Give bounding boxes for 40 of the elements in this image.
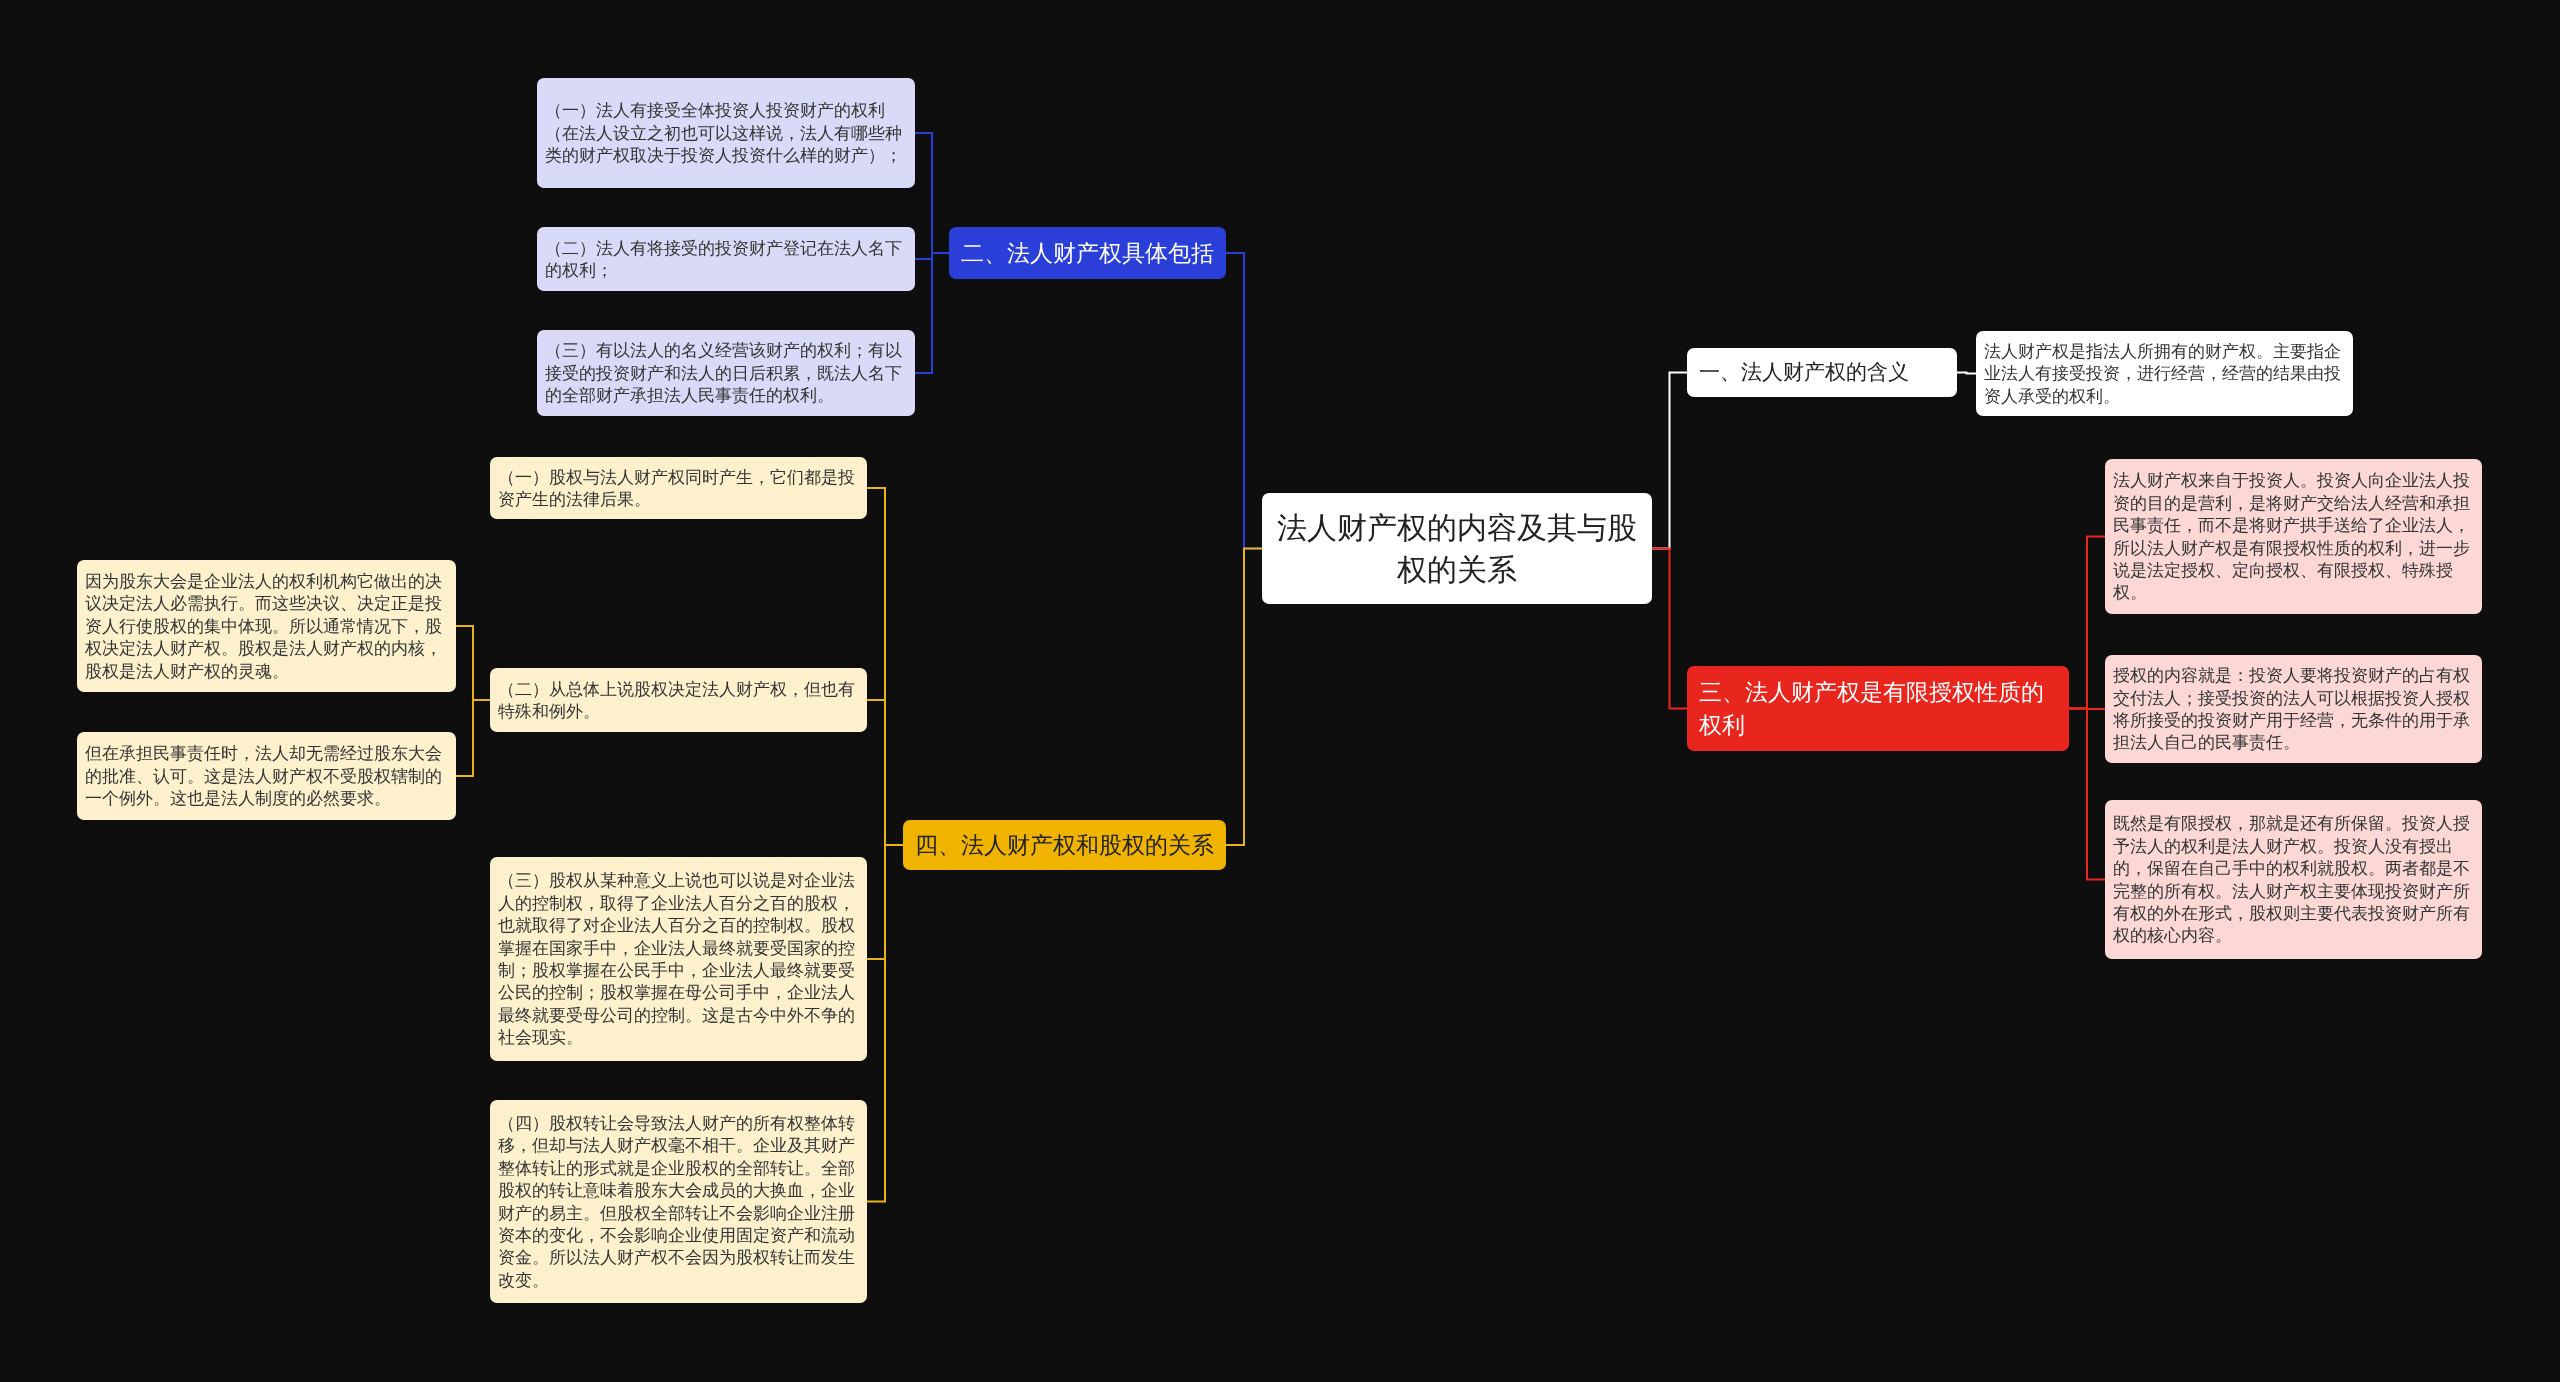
branch-topic: [903, 820, 1226, 870]
detail-text: 既然是有限授权，那就是还有所保留。投资人授予法人的权利是法人财产权。投资人没有授出的，保留在自己手中的权利就股权。两者都是不完整的所有权。法人财产权主要体现投资财产所有权的外在形式，股权则主要代表投资财产所有权的核心内容。: [2113, 812, 2471, 947]
detail-card: [77, 560, 456, 692]
detail-card: [490, 668, 867, 732]
detail-card: [537, 330, 915, 416]
detail-card: [490, 457, 867, 519]
detail-text: 授权的内容就是：投资人要将投资财产的占有权交付法人；接受投资的法人可以根据投资人授权将所接受的投资财产用于经营，无条件的用于承担法人自己的民事责任。: [2113, 664, 2471, 754]
connector-line: [1651, 547, 1688, 710]
topic-title: 法人财产权的内容及其与股权的关系: [1276, 508, 1638, 589]
detail-text: 法人财产权是指法人所拥有的财产权。主要指企业法人有接受投资，进行经营，经营的结果由投资人承受的权利。: [1984, 339, 2342, 408]
detail-text: （三）有以法人的名义经营该财产的权利；有以接受的投资财产和法人的日后积累，既法人名下的全部财产承担法人民事责任的权利。: [545, 339, 903, 407]
connector-line: [1225, 547, 1263, 846]
central-topic: [1262, 493, 1652, 604]
detail-text: （二）法人有将接受的投资财产登记在法人名下的权利；: [545, 236, 903, 282]
branch-topic: [949, 227, 1226, 279]
detail-card: [77, 732, 456, 820]
detail-text: （一）股权与法人财产权同时产生，它们都是投资产生的法律后果。: [498, 465, 856, 511]
connector-line: [1956, 371, 1977, 375]
detail-text: （二）从总体上说股权决定法人财产权，但也有特殊和例外。: [498, 677, 856, 723]
connector-line: [2068, 707, 2106, 881]
detail-card: [1976, 331, 2353, 416]
branch-topic: [1687, 666, 2069, 751]
detail-card: [2105, 800, 2482, 959]
detail-text: 但在承担民事责任时，法人却无需经过股东大会的批准、认可。这是法人财产权不受股权辖制的一个例外。这也是法人制度的必然要求。: [85, 742, 443, 810]
topic-label: 一、法人财产权的含义: [1699, 358, 1910, 386]
branch-topic: [1687, 348, 1957, 397]
detail-card: [490, 1100, 867, 1303]
detail-text: 法人财产权来自于投资人。投资人向企业法人投资的目的是营利，是将财产交给法人经营和承担民事责任，而不是将财产拱手送给了企业法人，所以法人财产权是有限授权性质的权利，进一步说是法定授权、定向授权、有限授权、特殊授权。: [2113, 469, 2471, 604]
detail-text: （一）法人有接受全体投资人投资财产的权利（在法人设立之初也可以这样说，法人有哪些种类的财产权取决于投资人投资什么样的财产）；: [545, 99, 903, 167]
detail-text: 因为股东大会是企业法人的权利机构它做出的决议决定法人必需执行。而这些决议、决定正是投资人行使股权的集中体现。所以通常情况下，股权决定法人财产权。股权是法人财产权的内核，股权是法人财产权的灵魂。: [85, 569, 443, 683]
detail-card: [537, 227, 915, 291]
detail-card: [490, 857, 867, 1061]
topic-label: 四、法人财产权和股权的关系: [915, 830, 1214, 860]
topic-label: 三、法人财产权是有限授权性质的权利: [1699, 678, 2045, 740]
detail-card: [537, 78, 915, 188]
detail-card: [2105, 459, 2482, 614]
detail-text: （四）股权转让会导致法人财产的所有权整体转移，但却与法人财产权毫不相干。企业及其财产整体转让的形式就是企业股权的全部转让。全部股权的转让意味着股东大会成员的大换血，企业财产的易主。但股权全部转让不会影响企业注册资本的变化，不会影响企业使用固定资产和流动资金。所以法人财产权不会因为股权转让而发生改变。: [498, 1111, 856, 1292]
topic-label: 二、法人财产权具体包括: [961, 238, 1214, 268]
detail-text: （三）股权从某种意义上说也可以说是对企业法人的控制权，取得了企业法人百分之百的股权，也就取得了对企业法人百分之百的控制权。股权掌握在国家手中，企业法人最终就要受国家的控制；股权掌握在公民手中，企业法人最终就要受公民的控制；股权掌握在母公司手中，企业法人最终就要受母公司的控制。这是古今中外不争的社会现实。: [498, 869, 856, 1049]
detail-card: [2105, 655, 2482, 763]
